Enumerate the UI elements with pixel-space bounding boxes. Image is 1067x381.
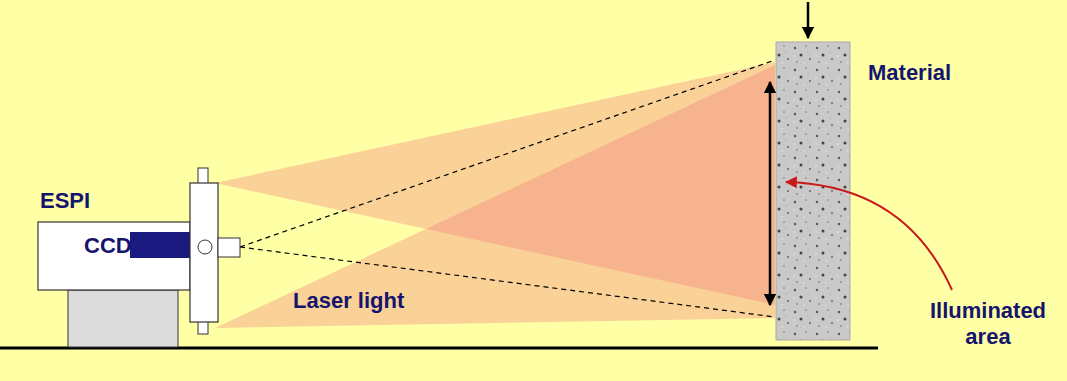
view-line	[240, 60, 775, 247]
sensor-label: CCD	[84, 233, 190, 259]
laser-beam	[215, 65, 775, 328]
label-text: Illuminated area	[922, 298, 1054, 350]
label-text: Laser light	[293, 288, 493, 314]
pointer-arrow	[786, 182, 952, 290]
area-label: Illuminated area	[922, 298, 1054, 350]
load-arrow	[807, 2, 810, 38]
camera-body	[38, 222, 190, 290]
camera-box: ESPICCD	[38, 222, 190, 290]
ccd-sensor	[130, 232, 190, 258]
view-line	[240, 247, 775, 317]
beam-label: Laser light	[293, 288, 493, 314]
lens-tube	[218, 238, 240, 257]
front-plate	[190, 183, 218, 322]
lens	[198, 240, 212, 254]
material-block: Material	[776, 42, 850, 340]
device-title: ESPI	[40, 188, 190, 214]
extent-arrow	[769, 82, 772, 305]
material-slab	[776, 42, 850, 340]
camera-base	[68, 290, 178, 347]
